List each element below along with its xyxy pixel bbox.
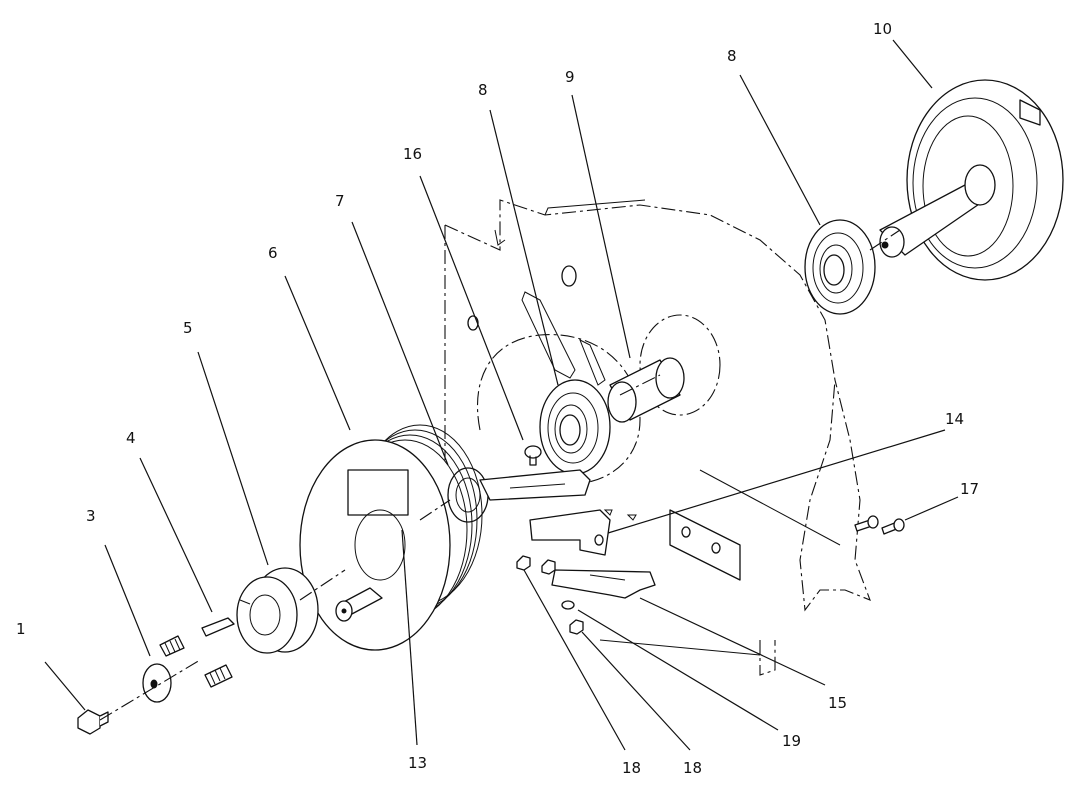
part-4-key	[201, 617, 235, 637]
housing-plate	[444, 199, 871, 676]
callout-9: 9	[565, 68, 575, 86]
part-14-bracket	[479, 469, 637, 556]
callout-6: 6	[268, 244, 278, 262]
callout-4: 4	[126, 429, 136, 447]
part-15-bracket	[551, 509, 741, 599]
part-5-bushing	[236, 567, 319, 654]
part-17-screws	[854, 515, 905, 535]
part-8-bearing-right	[804, 219, 876, 315]
leader-lines	[44, 39, 959, 751]
callout-5: 5	[183, 319, 193, 337]
callout-3: 3	[86, 507, 96, 525]
part-1-bolt	[77, 709, 109, 735]
callout-7: 7	[335, 192, 345, 210]
callout-19: 19	[782, 732, 801, 750]
callout-18-left: 18	[622, 759, 641, 777]
part-16-pin	[524, 445, 542, 466]
part-10-wheel	[879, 79, 1064, 281]
callout-15: 15	[828, 694, 847, 712]
callout-8-center: 8	[478, 81, 488, 99]
callout-16: 16	[403, 145, 422, 163]
callout-8-right: 8	[727, 47, 737, 65]
callout-14: 14	[945, 410, 964, 428]
callout-10: 10	[873, 20, 892, 38]
callout-1: 1	[16, 620, 26, 638]
callout-17: 17	[960, 480, 979, 498]
callout-18-right: 18	[683, 759, 702, 777]
callout-labels: 1 3 4 5 6 7 16 8 9 8 10 14 17 15 19 18 1…	[16, 20, 979, 777]
part-6-pulley	[299, 424, 483, 651]
part-9-sleeve	[607, 314, 721, 423]
part-8-bearing-center	[539, 379, 611, 475]
set-screws	[159, 635, 233, 688]
callout-13: 13	[408, 754, 427, 772]
part-18-19-nuts	[516, 555, 584, 635]
part-3-washer	[142, 663, 172, 703]
assembly-axis	[99, 229, 901, 721]
